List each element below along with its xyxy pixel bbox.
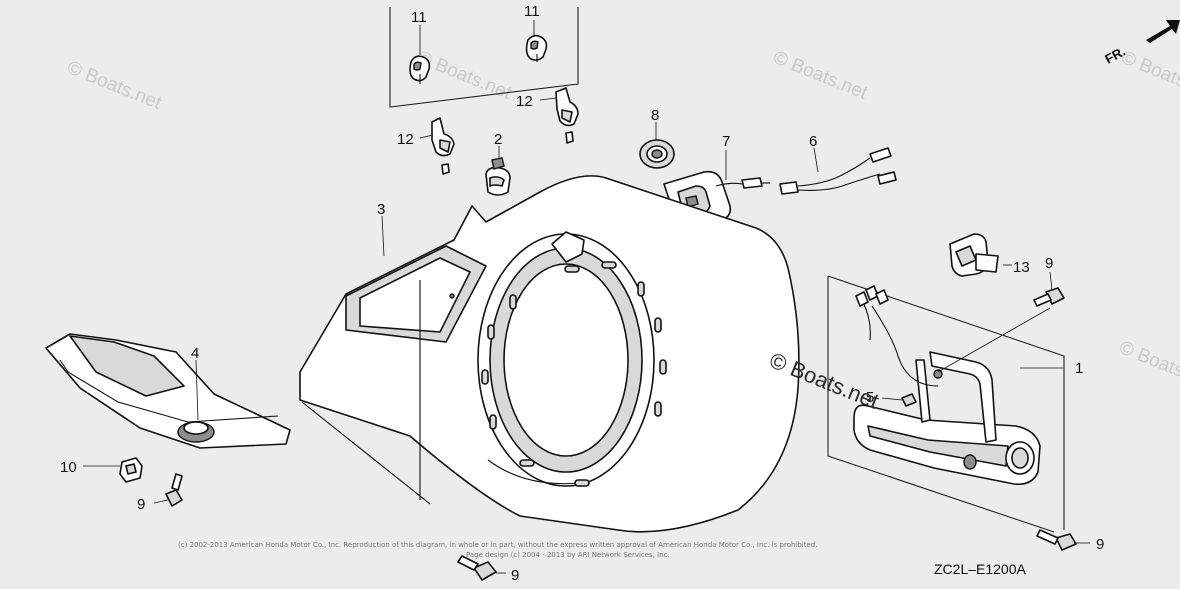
leader-line (195, 359, 199, 421)
callout-10: 10 (60, 459, 77, 476)
leader-line (381, 215, 385, 257)
arrow-icon (1146, 20, 1180, 43)
callout-9-bottom: 9 (511, 567, 519, 584)
clip-part-11-right (525, 34, 548, 62)
fan-cover-part-3 (299, 175, 800, 533)
clip-part-12-left (431, 117, 455, 175)
part-1-group-box-right (827, 275, 1065, 530)
leader-line (881, 397, 903, 401)
callout-12-right: 12 (516, 93, 533, 110)
leader-line (539, 97, 557, 101)
copyright-line-2: Page design (c) 2004 - 2013 by ARI Netwo… (466, 551, 670, 559)
clip-part-13 (949, 233, 999, 277)
control-assembly-part-1 (853, 285, 1041, 486)
clip-part-11-left (409, 55, 431, 84)
copyright-line-1: (c) 2002-2013 American Honda Motor Co., … (178, 541, 817, 549)
watermark-text: © Boats.net (64, 57, 165, 114)
callout-11-right: 11 (524, 3, 540, 20)
callout-12-left: 12 (397, 131, 414, 148)
grommet-part-8 (639, 139, 675, 169)
callout-4: 4 (191, 345, 199, 362)
leader-line (153, 499, 169, 504)
callout-1: 1 (1075, 360, 1083, 377)
callout-13: 13 (1013, 259, 1030, 276)
bolt-part-9-right (1036, 529, 1077, 551)
leader-line (813, 147, 819, 173)
leader-line (1049, 271, 1053, 291)
watermark-text: © Boats.net (1118, 47, 1180, 104)
cover-slots (481, 261, 667, 487)
watermark-text: © Boats.net (414, 47, 515, 104)
bolt-part-9-bottom (457, 555, 497, 581)
callout-9-top: 9 (1045, 255, 1053, 272)
leader-line (937, 307, 1051, 373)
callout-6: 6 (809, 133, 817, 150)
callout-3: 3 (377, 201, 385, 218)
leader-line (419, 134, 434, 139)
watermark-text: © Boats.net (1116, 337, 1180, 394)
bolt-part-9-left (165, 473, 183, 507)
callout-2: 2 (494, 131, 502, 148)
bolt-part-9-top (1033, 287, 1065, 307)
part-1-group-box-left (827, 276, 1055, 533)
callouts: 1 2 3 4 5 6 7 8 9 9 9 9 10 11 11 12 12 1… (60, 3, 1104, 584)
parts-11-group-box (389, 7, 579, 108)
callout-7: 7 (722, 133, 730, 150)
clip-part-2 (485, 157, 511, 196)
callout-8: 8 (651, 107, 659, 124)
callout-5: 5 (866, 389, 874, 406)
callout-9-right: 9 (1096, 536, 1104, 553)
clip-part-12-right (555, 87, 579, 144)
callout-11-left: 11 (411, 9, 427, 26)
callout-9-left: 9 (137, 496, 145, 513)
diagram-code: ZC2L–E1200A (934, 561, 1027, 577)
watermark-text: © Boats.net (770, 47, 871, 104)
clip-part-10 (119, 457, 143, 483)
wire-harness-part-6 (779, 147, 897, 195)
shroud-plate-part-4 (45, 333, 291, 449)
